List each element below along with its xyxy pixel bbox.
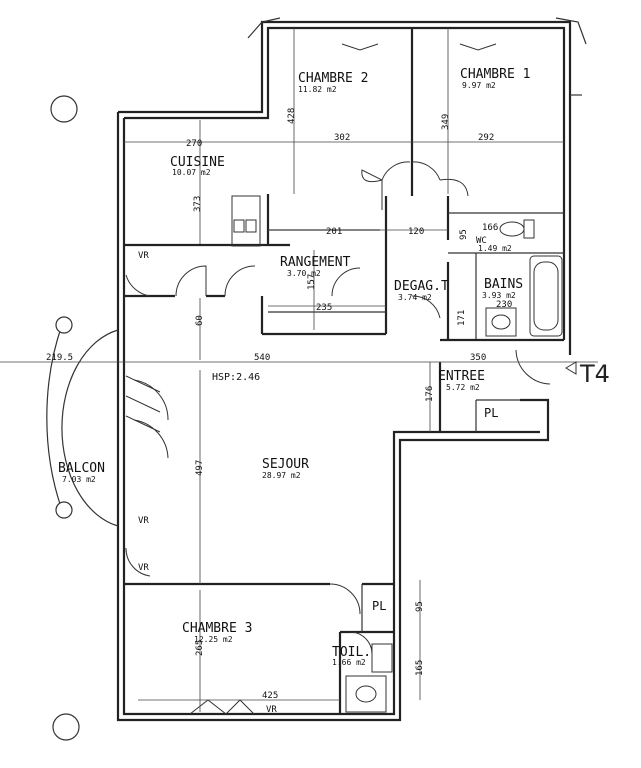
room-rangement-area: 3.70 m2 (287, 269, 321, 278)
toil-wc (345, 675, 387, 713)
dim-302: 302 (334, 133, 350, 143)
dim-95-b: 95 (415, 601, 425, 612)
dim-540: 540 (254, 353, 270, 363)
dim-165: 165 (415, 660, 425, 676)
room-bains-name: BAINS (484, 277, 523, 292)
room-chambre3-area: 12.25 m2 (194, 635, 233, 644)
room-bains-area: 3.93 m2 (482, 291, 516, 300)
room-sejour-name: SEJOUR (262, 457, 309, 472)
room-chambre2-name: CHAMBRE 2 (298, 71, 368, 86)
dim-349: 349 (441, 114, 451, 130)
vr-label-top: VR (138, 251, 149, 261)
room-chambre2-area: 11.82 m2 (298, 85, 337, 94)
room-degag-area: 3.74 m2 (398, 293, 432, 302)
balcony (46, 316, 119, 527)
entry-arrow-icon (565, 361, 577, 375)
pl-label-toil: PL (372, 599, 386, 613)
fixtures (231, 195, 563, 713)
toil-sink (371, 643, 393, 673)
room-entree-area: 5.72 m2 (446, 383, 480, 392)
kitchen-sink (231, 195, 261, 247)
dim-171: 171 (457, 310, 467, 326)
dim-230: 230 (496, 300, 512, 310)
pl-label-entree: PL (484, 406, 498, 420)
room-chambre1-area: 9.97 m2 (462, 81, 496, 90)
dimension-lines (0, 28, 598, 712)
room-wc-name: WC (476, 236, 487, 246)
vr-label-low: VR (138, 563, 149, 573)
room-toil-area: 1.66 m2 (332, 658, 366, 667)
bathtub (529, 255, 563, 337)
dim-235: 235 (316, 303, 332, 313)
dim-373: 373 (193, 196, 203, 212)
dimension-labels: 270 302 292 428 349 373 201 120 166 95 1… (46, 108, 512, 701)
room-rangement-name: RANGEMENT (280, 255, 351, 270)
binder-hole-top (50, 95, 78, 123)
dim-265: 265 (195, 640, 205, 656)
room-entree-name: ENTREE (438, 369, 485, 384)
bath-sink (485, 307, 517, 337)
dim-120: 120 (408, 227, 424, 237)
binder-hole-bottom (52, 713, 80, 741)
misc-labels: VR VR VR VR PL PL HSP:2.46 T4 (138, 251, 610, 715)
hsp-label: HSP:2.46 (212, 372, 260, 383)
room-cuisine-name: CUISINE (170, 155, 225, 170)
dim-219-5: 219.5 (46, 353, 73, 363)
toilet (499, 221, 525, 237)
dim-497: 497 (195, 460, 205, 476)
dim-95-a: 95 (459, 229, 469, 240)
dim-60: 60 (195, 315, 205, 326)
room-toil-name: TOIL. (332, 645, 371, 660)
apartment-type-label: T4 (579, 360, 610, 388)
room-balcon-area: 7.03 m2 (62, 475, 96, 484)
dim-166: 166 (482, 223, 498, 233)
room-cuisine-area: 10.07 m2 (172, 168, 211, 177)
doors (125, 43, 551, 715)
dim-201: 201 (326, 227, 342, 237)
dim-157: 157 (307, 274, 317, 290)
room-degag-name: DEGAG.T (394, 279, 449, 294)
dim-425: 425 (262, 691, 278, 701)
dim-270: 270 (186, 139, 202, 149)
dim-428: 428 (287, 108, 297, 124)
room-sejour-area: 28.97 m2 (262, 471, 301, 480)
room-chambre3-name: CHAMBRE 3 (182, 621, 252, 636)
outer-walls (116, 17, 587, 722)
interior-walls (124, 28, 564, 714)
room-labels: CHAMBRE 2 11.82 m2 CHAMBRE 1 9.97 m2 CUI… (58, 67, 530, 667)
dim-350: 350 (470, 353, 486, 363)
vr-label-mid: VR (138, 516, 149, 526)
dim-292: 292 (478, 133, 494, 143)
dim-176: 176 (425, 386, 435, 402)
room-chambre1-name: CHAMBRE 1 (460, 67, 530, 82)
room-wc-area: 1.49 m2 (478, 244, 512, 253)
room-balcon-name: BALCON (58, 461, 105, 476)
vr-label-bottom: VR (266, 705, 277, 715)
